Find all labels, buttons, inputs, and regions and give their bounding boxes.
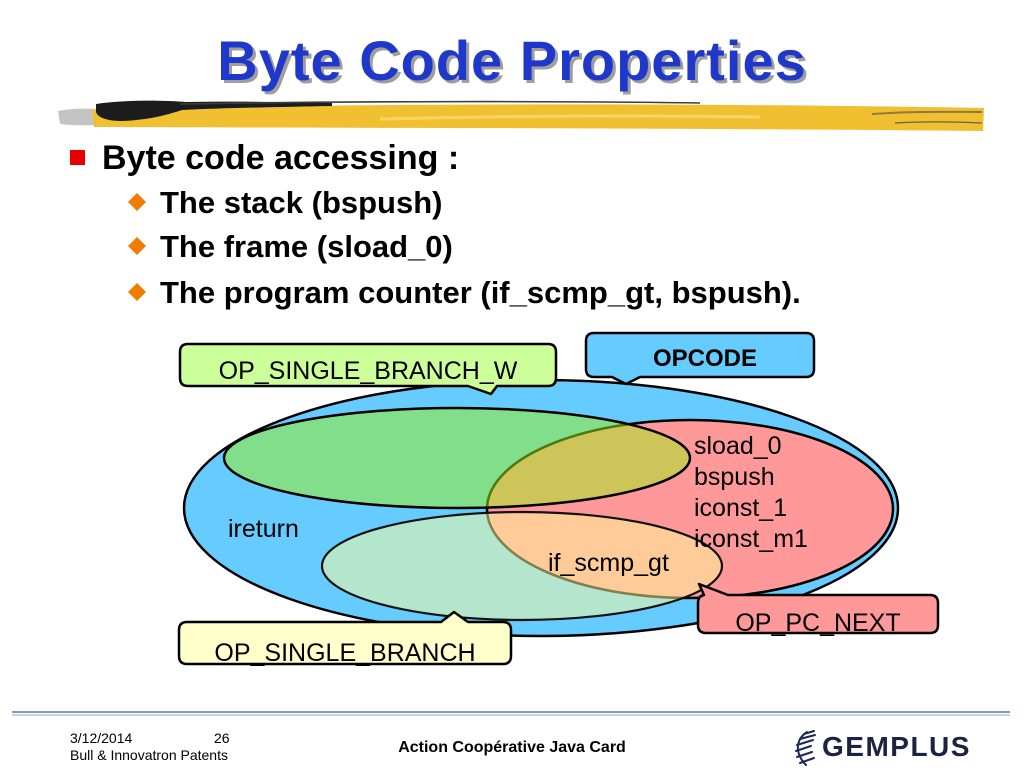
footer-date: 3/12/2014 bbox=[70, 730, 133, 746]
sub-bullet-item: The frame (sload_0) bbox=[160, 229, 453, 264]
brush-right-streak bbox=[871, 110, 983, 115]
set-item-label: iconst_1 bbox=[694, 494, 787, 522]
footer-page-number: 26 bbox=[214, 730, 230, 746]
callout-box bbox=[696, 582, 940, 635]
orange-diamond-bullet-icon bbox=[128, 237, 146, 255]
set-item-label: sload_0 bbox=[694, 432, 782, 460]
logo-stroke bbox=[799, 734, 816, 740]
callout-box bbox=[177, 610, 513, 666]
logo-stroke bbox=[796, 739, 814, 746]
bullet-item: Byte code accessing : bbox=[102, 139, 460, 177]
footer-divider bbox=[12, 711, 1010, 716]
set-item-label: if_scmp_gt bbox=[548, 549, 669, 577]
callout-box bbox=[178, 342, 558, 396]
callout-op-pc-next: OP_PC_NEXT bbox=[696, 582, 940, 637]
callout-label: OPCODE bbox=[653, 345, 757, 372]
brush-black-smear bbox=[96, 100, 332, 121]
footer-center-text: Action Coopérative Java Card bbox=[398, 739, 626, 756]
callout-opcode: OPCODE bbox=[584, 331, 816, 386]
red-square-bullet-icon bbox=[70, 150, 85, 165]
title-brush-divider bbox=[58, 100, 984, 131]
sub-bullet-item: The program counter (if_scmp_gt, bspush)… bbox=[160, 275, 801, 310]
set-item-label: bspush bbox=[694, 463, 775, 491]
callout-op-single-branch-w: OP_SINGLE_BRANCH_W bbox=[178, 342, 558, 396]
gemplus-logo-icon bbox=[795, 730, 816, 766]
callout-label: OP_SINGLE_BRANCH_W bbox=[219, 357, 518, 385]
page-title: Byte Code Properties bbox=[217, 29, 807, 92]
footer-company: Bull & Innovatron Patents bbox=[70, 747, 228, 763]
orange-diamond-bullet-icon bbox=[128, 193, 146, 211]
callout-label: OP_PC_NEXT bbox=[735, 609, 900, 637]
gemplus-logo-text: GEMPLUS bbox=[822, 731, 971, 762]
sub-bullet-item: The stack (bspush) bbox=[160, 185, 443, 220]
brush-highlight bbox=[379, 114, 761, 121]
venn-diagram: sload_0 bspush iconst_1 iconst_m1 iretur… bbox=[182, 378, 900, 638]
orange-diamond-bullet-icon bbox=[128, 283, 146, 301]
callout-box bbox=[584, 331, 816, 386]
single-branch-w-set-ellipse bbox=[222, 406, 692, 510]
callout-label: OP_SINGLE_BRANCH bbox=[214, 639, 475, 667]
brush-top-edge bbox=[179, 100, 701, 105]
brush-right-streak bbox=[894, 121, 983, 124]
set-item-label: ireturn bbox=[228, 515, 299, 543]
callout-op-single-branch: OP_SINGLE_BRANCH bbox=[177, 610, 513, 667]
set-item-label: iconst_m1 bbox=[694, 525, 808, 553]
logo-stroke bbox=[796, 731, 808, 766]
single-branch-set-ellipse bbox=[320, 510, 724, 622]
